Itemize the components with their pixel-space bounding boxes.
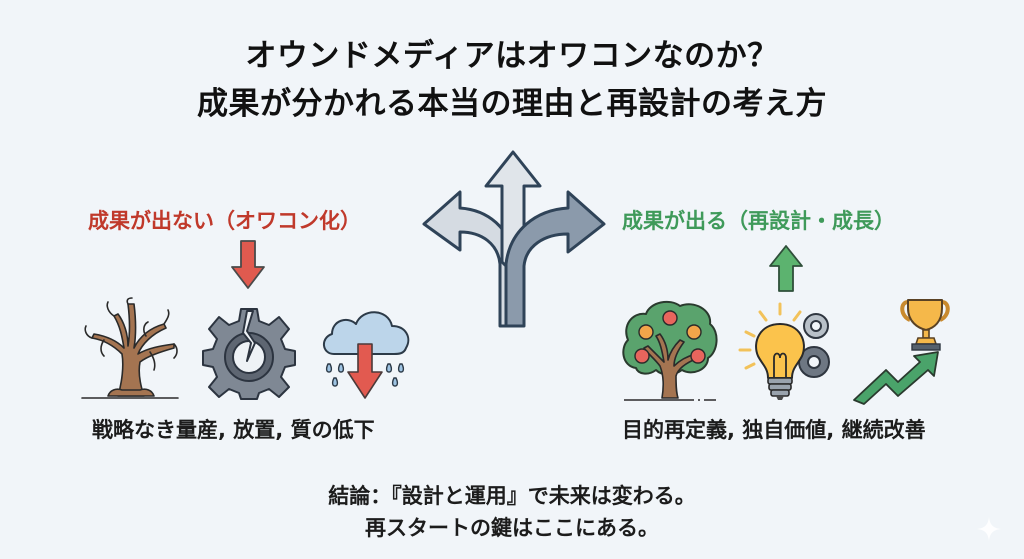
page-title-line-1: オウンドメディアはオワコンなのか？ <box>245 38 779 74</box>
sparkle-icon <box>977 517 1001 541</box>
down-arrow-icon <box>231 240 265 289</box>
dead-tree-icon <box>81 297 179 399</box>
left-path-heading: 成果が出ない（オワコン化） <box>88 209 361 233</box>
lightbulb-gears-icon <box>738 302 830 400</box>
fruit-tree-icon <box>622 300 718 401</box>
left-path-caption: 戦略なき量産, 放置, 質の低下 <box>92 418 375 442</box>
conclusion-line-2: 再スタートの鍵はここにある。 <box>365 516 659 540</box>
rain-cloud-down-arrow-icon <box>323 311 410 399</box>
three-way-fork-arrow-icon <box>422 150 606 328</box>
right-path-heading: 成果が出る（再設計・成長） <box>622 209 895 233</box>
broken-gear-icon <box>202 308 296 400</box>
trophy-growth-arrow-icon <box>853 299 950 405</box>
right-path-caption: 目的再定義, 独自価値, 継続改善 <box>622 418 926 442</box>
up-arrow-icon <box>769 245 803 292</box>
page-title-line-2: 成果が分かれる本当の理由と再設計の考え方 <box>197 86 827 122</box>
conclusion-line-1: 結論：『設計と運用』で未来は変わる。 <box>328 484 696 508</box>
